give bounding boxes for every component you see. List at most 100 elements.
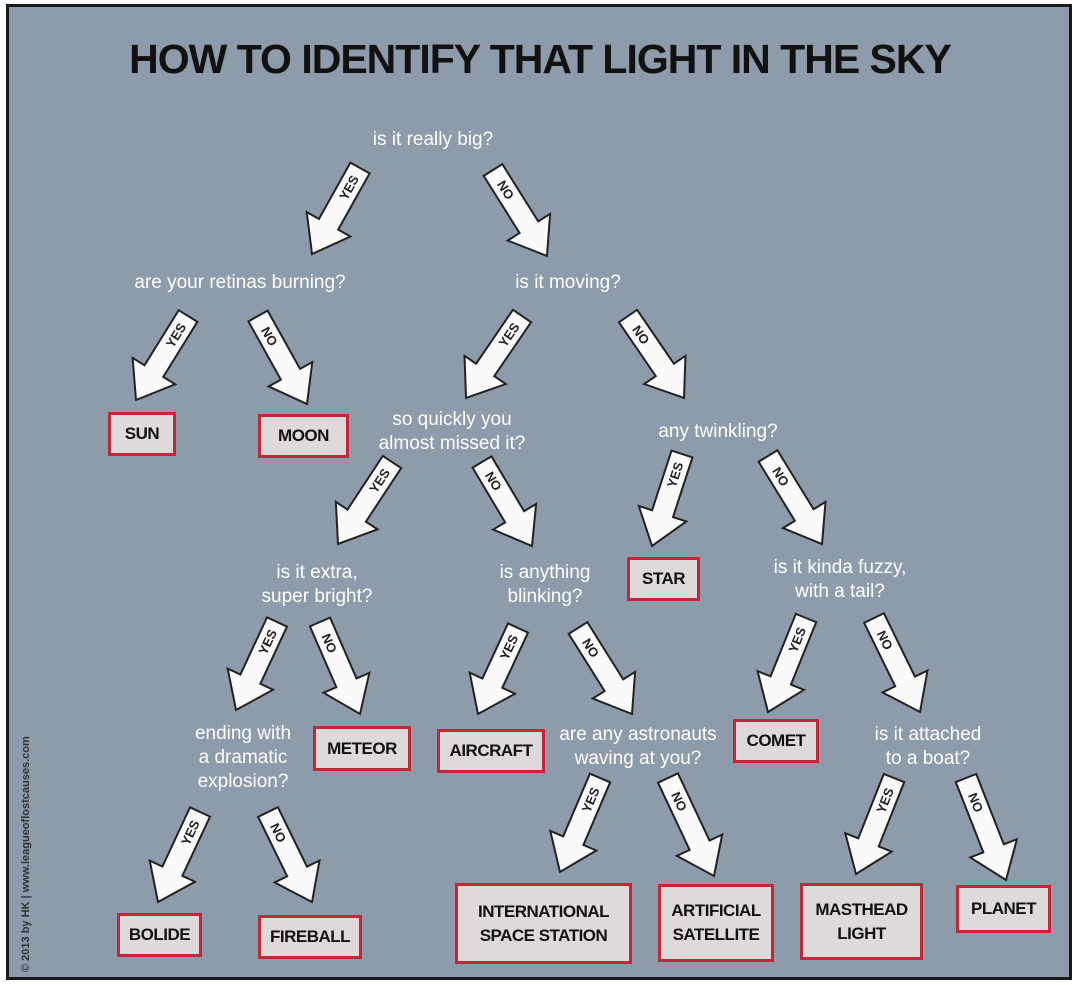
arrow-shape bbox=[471, 455, 538, 548]
question-text: is it attached bbox=[874, 724, 982, 745]
answer-text: ARTIFICIAL bbox=[671, 901, 761, 920]
question-text: ending with bbox=[194, 723, 292, 744]
question-node: so quickly you almost missed it? bbox=[379, 408, 526, 456]
answer-text: MOON bbox=[278, 426, 329, 445]
answer-box: METEOR bbox=[313, 726, 411, 771]
answer-box: AIRCRAFT bbox=[437, 729, 545, 773]
question-node: ending with a dramatic explosion? bbox=[195, 722, 291, 794]
question-text: is it extra, bbox=[276, 562, 358, 583]
arrow-shape bbox=[305, 161, 371, 256]
answer-text: METEOR bbox=[327, 738, 397, 758]
question-text: is it kinda fuzzy, bbox=[773, 557, 907, 578]
question-text: with a tail? bbox=[795, 581, 885, 602]
no-arrow: NO bbox=[862, 611, 929, 714]
answer-box: PLANET bbox=[956, 885, 1051, 933]
question-node: is it extra, super bright? bbox=[262, 561, 373, 609]
question-text: so quickly you bbox=[392, 409, 512, 430]
arrow-shape bbox=[843, 772, 906, 876]
page-title: HOW TO IDENTIFY THAT LIGHT IN THE SKY bbox=[129, 36, 952, 82]
yes-arrow: YES bbox=[637, 449, 694, 548]
question-node: is it really big? bbox=[373, 128, 493, 152]
arrow-shape bbox=[308, 616, 371, 716]
answer-text: FIREBALL bbox=[269, 927, 351, 946]
arrow-shape bbox=[617, 308, 687, 400]
arrow-shape bbox=[954, 772, 1019, 882]
no-arrow: NO bbox=[656, 771, 724, 878]
yes-arrow: YES bbox=[463, 308, 533, 400]
answer-text: LIGHT bbox=[837, 923, 886, 943]
arrow-shape bbox=[131, 308, 199, 402]
no-arrow: NO bbox=[256, 805, 321, 904]
question-text: a dramatic bbox=[198, 747, 288, 768]
question-text: is it moving? bbox=[515, 272, 621, 293]
arrow-shape bbox=[637, 449, 694, 548]
answer-box: MOON bbox=[258, 414, 349, 458]
question-node: are your retinas burning? bbox=[134, 271, 345, 295]
yes-arrow: YES bbox=[756, 612, 818, 714]
no-arrow: NO bbox=[617, 308, 687, 400]
answer-text: SUN bbox=[124, 424, 160, 443]
question-text: is anything bbox=[499, 562, 591, 583]
answer-box: ARTIFICIAL SATELLITE bbox=[658, 884, 774, 962]
question-text: is it really big? bbox=[372, 129, 494, 150]
yes-arrow: YES bbox=[226, 616, 289, 712]
answer-text: AIRCRAFT bbox=[449, 741, 533, 760]
no-arrow: NO bbox=[482, 162, 552, 258]
question-node: is it moving? bbox=[515, 271, 621, 295]
question-node: any twinkling? bbox=[658, 420, 777, 444]
arrow-shape bbox=[756, 612, 818, 714]
yes-arrow: YES bbox=[468, 622, 530, 716]
answer-text: STAR bbox=[641, 569, 686, 588]
question-text: super bright? bbox=[261, 586, 373, 607]
answer-text: SPACE STATION bbox=[479, 925, 608, 945]
no-arrow: NO bbox=[757, 448, 827, 546]
answer-text: COMET bbox=[746, 731, 806, 750]
answer-box: SUN bbox=[108, 412, 176, 456]
arrow-label-no: NO bbox=[965, 791, 986, 815]
answer-box: COMET bbox=[733, 719, 819, 763]
yes-arrow: YES bbox=[131, 308, 199, 402]
arrow-label-no: NO bbox=[318, 631, 340, 655]
arrow-shape bbox=[247, 309, 314, 406]
no-arrow: NO bbox=[247, 309, 314, 406]
question-node: are any astronauts waving at you? bbox=[559, 723, 716, 771]
arrow-shape bbox=[567, 620, 637, 716]
yes-arrow: YES bbox=[305, 161, 371, 256]
no-arrow: NO bbox=[567, 620, 637, 716]
answer-box: BOLIDE bbox=[117, 913, 202, 957]
arrow-shape bbox=[256, 805, 321, 904]
no-arrow: NO bbox=[954, 772, 1019, 882]
answer-box: MASTHEAD LIGHT bbox=[800, 883, 923, 960]
question-text: are your retinas burning? bbox=[134, 272, 346, 293]
arrow-shape bbox=[656, 771, 724, 878]
no-arrow: NO bbox=[471, 455, 538, 548]
diagram-frame bbox=[6, 4, 1072, 980]
question-text: blinking? bbox=[507, 586, 583, 607]
question-node: is it kinda fuzzy, with a tail? bbox=[774, 556, 907, 604]
answer-text: BOLIDE bbox=[128, 925, 191, 944]
arrow-shape bbox=[548, 772, 612, 874]
question-text: almost missed it? bbox=[378, 433, 526, 454]
question-text: explosion? bbox=[197, 771, 289, 792]
question-text: waving at you? bbox=[574, 748, 702, 769]
question-text: any twinkling? bbox=[658, 421, 778, 442]
answer-text: PLANET bbox=[971, 899, 1037, 918]
question-node: is anything blinking? bbox=[500, 561, 591, 609]
arrow-shape bbox=[468, 622, 530, 716]
answer-text: SATELLITE bbox=[672, 925, 760, 944]
yes-arrow: YES bbox=[843, 772, 906, 876]
no-arrow: NO bbox=[308, 616, 371, 716]
arrow-shape bbox=[482, 162, 552, 258]
answer-box: FIREBALL bbox=[258, 915, 362, 959]
answer-text: MASTHEAD bbox=[815, 899, 908, 919]
credit-text: © 2013 by HK | www.leagueoflostcauses.co… bbox=[20, 736, 32, 972]
arrow-shape bbox=[463, 308, 533, 400]
arrow-shape bbox=[148, 806, 212, 904]
arrow-shape bbox=[862, 611, 929, 714]
arrow-shape bbox=[226, 616, 289, 712]
arrow-shape bbox=[334, 454, 403, 546]
question-text: are any astronauts bbox=[559, 724, 717, 745]
yes-arrow: YES bbox=[334, 454, 403, 546]
